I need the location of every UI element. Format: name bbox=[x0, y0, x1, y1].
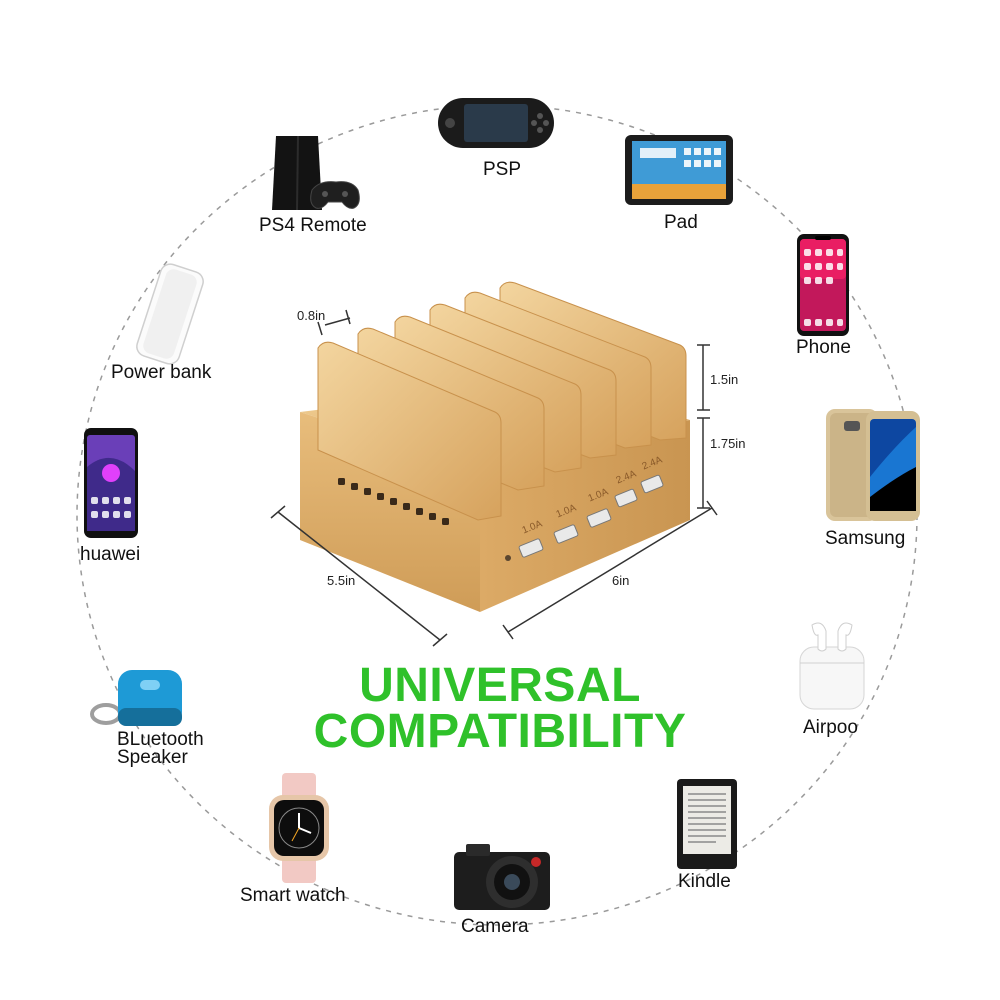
power-bank-icon bbox=[136, 263, 204, 365]
dock-dividers bbox=[317, 281, 687, 521]
dimension-base-height: 1.75in bbox=[710, 436, 746, 451]
device-label-psp: PSP bbox=[483, 159, 522, 180]
smartphone-icon bbox=[84, 428, 138, 538]
device-label-huawei: huawei bbox=[80, 544, 141, 565]
camera-icon bbox=[454, 844, 550, 910]
smartphone-icon bbox=[797, 234, 849, 336]
game-console-icon bbox=[438, 98, 554, 148]
smartphone-icon bbox=[826, 409, 920, 521]
dimension-divider-height: 1.5in bbox=[710, 372, 739, 387]
smartwatch-icon bbox=[269, 773, 329, 883]
device-label-samsung: Samsung bbox=[825, 528, 906, 549]
device-label-ps4: PS4 Remote bbox=[259, 215, 367, 236]
dock-usb-ports bbox=[505, 474, 664, 561]
device-label-phone: Phone bbox=[796, 337, 851, 358]
dimension-width: 6in bbox=[612, 573, 630, 588]
device-label-bluetooth-line2: Speaker bbox=[117, 747, 188, 768]
device-label-powerbank: Power bank bbox=[111, 362, 212, 383]
device-label-pad: Pad bbox=[664, 212, 698, 233]
dimension-lines bbox=[270, 309, 718, 647]
dimension-depth: 5.5in bbox=[327, 573, 356, 588]
tablet-icon bbox=[625, 135, 733, 205]
headline-line2: COMPATIBILITY bbox=[313, 705, 687, 758]
dimension-slot-gap: 0.8in bbox=[297, 308, 326, 323]
ereader-icon bbox=[677, 779, 737, 869]
game-console-icon bbox=[272, 135, 360, 211]
earbuds-case-icon bbox=[799, 622, 865, 710]
device-label-camera: Camera bbox=[461, 916, 529, 937]
device-label-airpoo: Airpoo bbox=[803, 717, 858, 738]
device-label-smartwatch: Smart watch bbox=[240, 885, 346, 906]
headline-line1: UNIVERSAL bbox=[359, 659, 641, 712]
device-label-bluetooth-line1: BLuetooth bbox=[117, 729, 204, 750]
dock-vent-holes bbox=[338, 478, 449, 525]
bluetooth-speaker-icon bbox=[90, 670, 182, 726]
device-label-kindle: Kindle bbox=[678, 871, 731, 892]
